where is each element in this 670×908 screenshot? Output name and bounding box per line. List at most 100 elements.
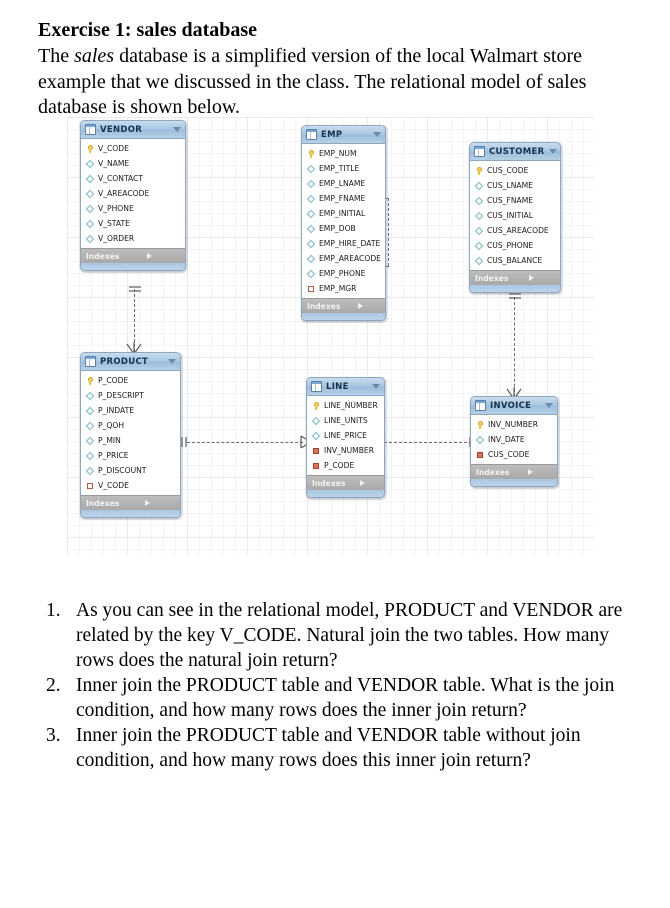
primary-key-icon <box>86 144 94 153</box>
field-row[interactable]: P_MIN <box>81 433 180 448</box>
table-icon <box>85 124 96 135</box>
field-row[interactable]: V_CODE <box>81 478 180 493</box>
field-row[interactable]: P_CODE <box>307 458 384 473</box>
field-row[interactable]: EMP_DOB <box>302 221 385 236</box>
attribute-icon <box>84 465 95 476</box>
field-row[interactable]: V_CODE <box>81 141 185 156</box>
table-icon <box>306 129 317 140</box>
indexes-section-toggle[interactable]: Indexes <box>470 270 560 285</box>
chevron-down-icon[interactable] <box>548 149 557 154</box>
field-row[interactable]: CUS_INITIAL <box>470 208 560 223</box>
field-row[interactable]: P_INDATE <box>81 403 180 418</box>
entity-invoice[interactable]: INVOICE INV_NUMBER INV_DATE CUS_CODE Ind… <box>470 396 560 489</box>
field-row[interactable]: INV_NUMBER <box>307 443 384 458</box>
field-row[interactable]: CUS_CODE <box>470 163 560 178</box>
entity-product-header[interactable]: PRODUCT <box>81 353 180 371</box>
field-row[interactable]: EMP_MGR <box>302 281 385 296</box>
entity-invoice-header[interactable]: INVOICE <box>471 397 557 415</box>
field-row[interactable]: LINE_PRICE <box>307 428 384 443</box>
cardinality-one-customer <box>509 293 521 299</box>
indexes-label: Indexes <box>312 478 346 488</box>
indexes-section-toggle[interactable]: Indexes <box>81 495 180 510</box>
entity-customer[interactable]: CUSTOMER CUS_CODE CUS_LNAME CUS_FNAME CU… <box>469 142 563 295</box>
field-row[interactable]: CUS_FNAME <box>470 193 560 208</box>
field-label: V_AREACODE <box>98 189 150 198</box>
field-row[interactable]: V_PHONE <box>81 201 185 216</box>
expand-arrow-icon[interactable] <box>357 303 380 309</box>
expand-arrow-icon[interactable] <box>144 500 175 506</box>
field-row[interactable]: V_CONTACT <box>81 171 185 186</box>
field-row[interactable]: P_DESCRIPT <box>81 388 180 403</box>
field-row[interactable]: EMP_NUM <box>302 146 385 161</box>
field-row[interactable]: EMP_TITLE <box>302 161 385 176</box>
entity-product-body: PRODUCT P_CODE P_DESCRIPT P_INDATE P_QOH… <box>80 352 181 518</box>
field-row[interactable]: P_PRICE <box>81 448 180 463</box>
entity-base-strip <box>307 490 384 497</box>
field-label: P_INDATE <box>98 406 135 415</box>
indexes-section-toggle[interactable]: Indexes <box>81 248 185 263</box>
intro-part-c: database is a simplified version of the … <box>38 45 587 118</box>
entity-vendor[interactable]: VENDOR V_CODE V_NAME V_CONTACT V_AREACOD… <box>80 120 188 273</box>
indexes-section-toggle[interactable]: Indexes <box>302 298 385 313</box>
attribute-icon <box>473 180 484 191</box>
entity-vendor-header[interactable]: VENDOR <box>81 121 185 139</box>
entity-product[interactable]: PRODUCT P_CODE P_DESCRIPT P_INDATE P_QOH… <box>80 352 183 520</box>
attribute-icon <box>473 210 484 221</box>
field-label: P_CODE <box>98 376 129 385</box>
field-row[interactable]: V_AREACODE <box>81 186 185 201</box>
field-label: P_DESCRIPT <box>98 391 144 400</box>
attribute-icon <box>310 415 321 426</box>
field-row[interactable]: P_QOH <box>81 418 180 433</box>
expand-arrow-icon[interactable] <box>528 469 552 475</box>
chevron-down-icon[interactable] <box>173 127 181 132</box>
attribute-icon <box>305 163 316 174</box>
indexes-section-toggle[interactable]: Indexes <box>307 475 384 490</box>
entity-line-header[interactable]: LINE <box>307 378 384 396</box>
entity-emp-header[interactable]: EMP <box>302 126 385 144</box>
chevron-down-icon[interactable] <box>168 359 176 364</box>
field-row[interactable]: EMP_LNAME <box>302 176 385 191</box>
expand-arrow-icon[interactable] <box>359 480 379 486</box>
entity-base-strip <box>470 285 560 292</box>
entity-base-strip <box>471 479 557 486</box>
field-row[interactable]: EMP_AREACODE <box>302 251 385 266</box>
chevron-down-icon[interactable] <box>545 403 553 408</box>
chevron-down-icon[interactable] <box>373 132 381 137</box>
field-row[interactable]: LINE_UNITS <box>307 413 384 428</box>
field-row[interactable]: EMP_INITIAL <box>302 206 385 221</box>
expand-arrow-icon[interactable] <box>529 275 555 281</box>
field-row[interactable]: V_STATE <box>81 216 185 231</box>
field-row[interactable]: CUS_BALANCE <box>470 253 560 268</box>
field-row[interactable]: EMP_FNAME <box>302 191 385 206</box>
expand-arrow-icon[interactable] <box>147 253 180 259</box>
attribute-icon <box>84 188 95 199</box>
chevron-down-icon[interactable] <box>372 384 380 389</box>
field-row[interactable]: P_CODE <box>81 373 180 388</box>
entity-customer-header[interactable]: CUSTOMER <box>470 143 560 161</box>
field-label: INV_NUMBER <box>324 446 374 455</box>
field-row[interactable]: INV_DATE <box>471 432 557 447</box>
field-row[interactable]: V_ORDER <box>81 231 185 246</box>
field-row[interactable]: LINE_NUMBER <box>307 398 384 413</box>
intro-paragraph: The sales database is a simplified versi… <box>38 44 638 121</box>
field-row[interactable]: CUS_LNAME <box>470 178 560 193</box>
field-row[interactable]: CUS_AREACODE <box>470 223 560 238</box>
attribute-icon <box>84 420 95 431</box>
field-label: EMP_HIRE_DATE <box>319 239 381 248</box>
field-label: P_MIN <box>98 436 121 445</box>
field-row[interactable]: V_NAME <box>81 156 185 171</box>
entity-emp[interactable]: EMP EMP_NUM EMP_TITLE EMP_LNAME EMP_FNAM… <box>301 125 388 323</box>
field-label: LINE_UNITS <box>324 416 368 425</box>
field-row[interactable]: EMP_PHONE <box>302 266 385 281</box>
entity-line[interactable]: LINE LINE_NUMBER LINE_UNITS LINE_PRICE I… <box>306 377 387 500</box>
field-row[interactable]: CUS_PHONE <box>470 238 560 253</box>
intro-text-block: Exercise 1: sales database The sales dat… <box>38 18 638 121</box>
entity-title: PRODUCT <box>100 356 149 367</box>
field-row[interactable]: P_DISCOUNT <box>81 463 180 478</box>
field-row[interactable]: CUS_CODE <box>471 447 557 462</box>
questions-list: 1. As you can see in the relational mode… <box>38 598 638 773</box>
attribute-icon <box>305 268 316 279</box>
field-row[interactable]: INV_NUMBER <box>471 417 557 432</box>
field-row[interactable]: EMP_HIRE_DATE <box>302 236 385 251</box>
indexes-section-toggle[interactable]: Indexes <box>471 464 557 479</box>
